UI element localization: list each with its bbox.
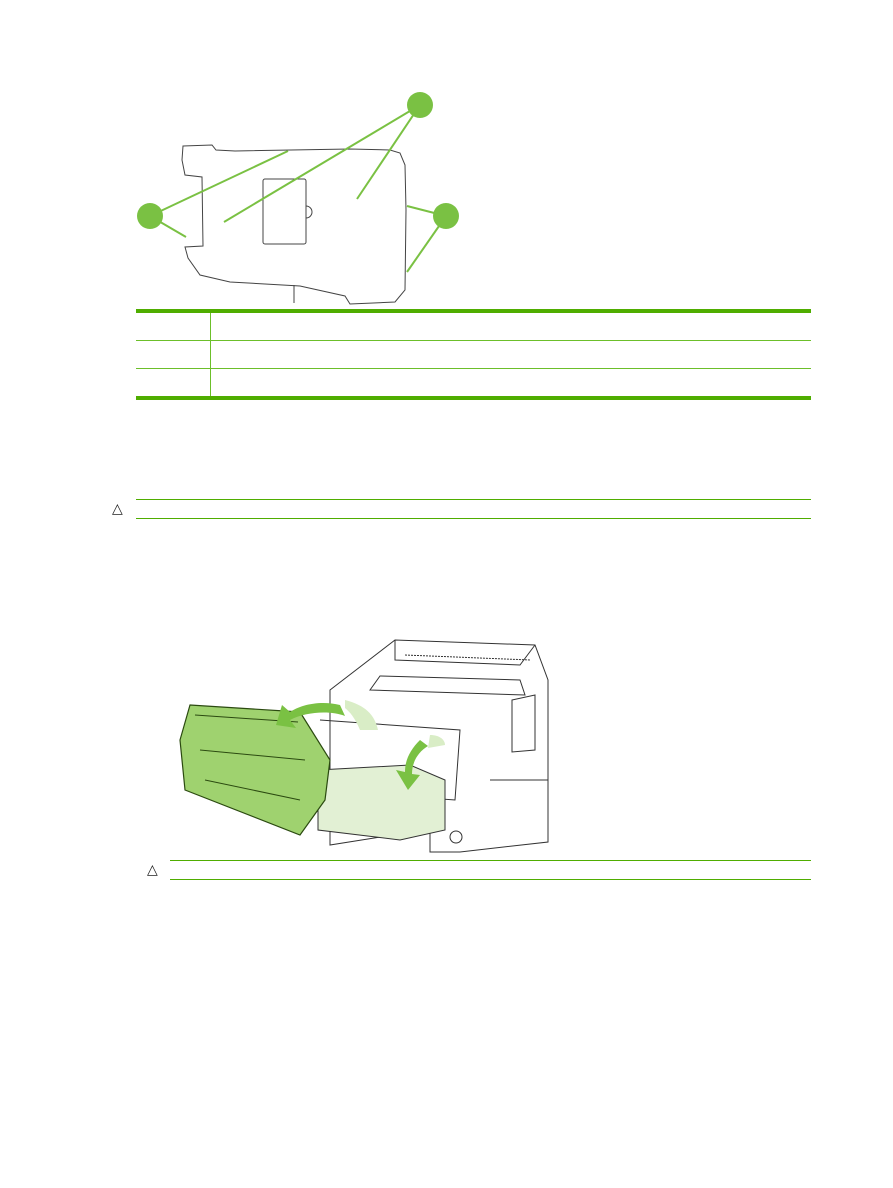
printer-side-view-figure: [137, 92, 459, 305]
caution-triangle-icon: △: [112, 500, 123, 516]
table-row: [136, 340, 811, 369]
table-row: [136, 311, 811, 341]
callout-number: [136, 340, 211, 369]
callout-description: [211, 369, 812, 399]
callout-3: [433, 203, 459, 229]
caution-triangle-icon: △: [147, 861, 158, 877]
callout-number: [136, 368, 211, 398]
callout-description: [210, 340, 811, 369]
caution-note: [170, 860, 811, 880]
table-row: [136, 368, 812, 399]
callout-1: [137, 203, 163, 229]
printer-cartridge-figure: [179, 639, 549, 853]
callout-number: [136, 311, 211, 341]
caution-note: [136, 499, 811, 519]
callout-2: [407, 92, 433, 118]
callout-table: [136, 309, 811, 400]
callout-description: [210, 311, 811, 341]
